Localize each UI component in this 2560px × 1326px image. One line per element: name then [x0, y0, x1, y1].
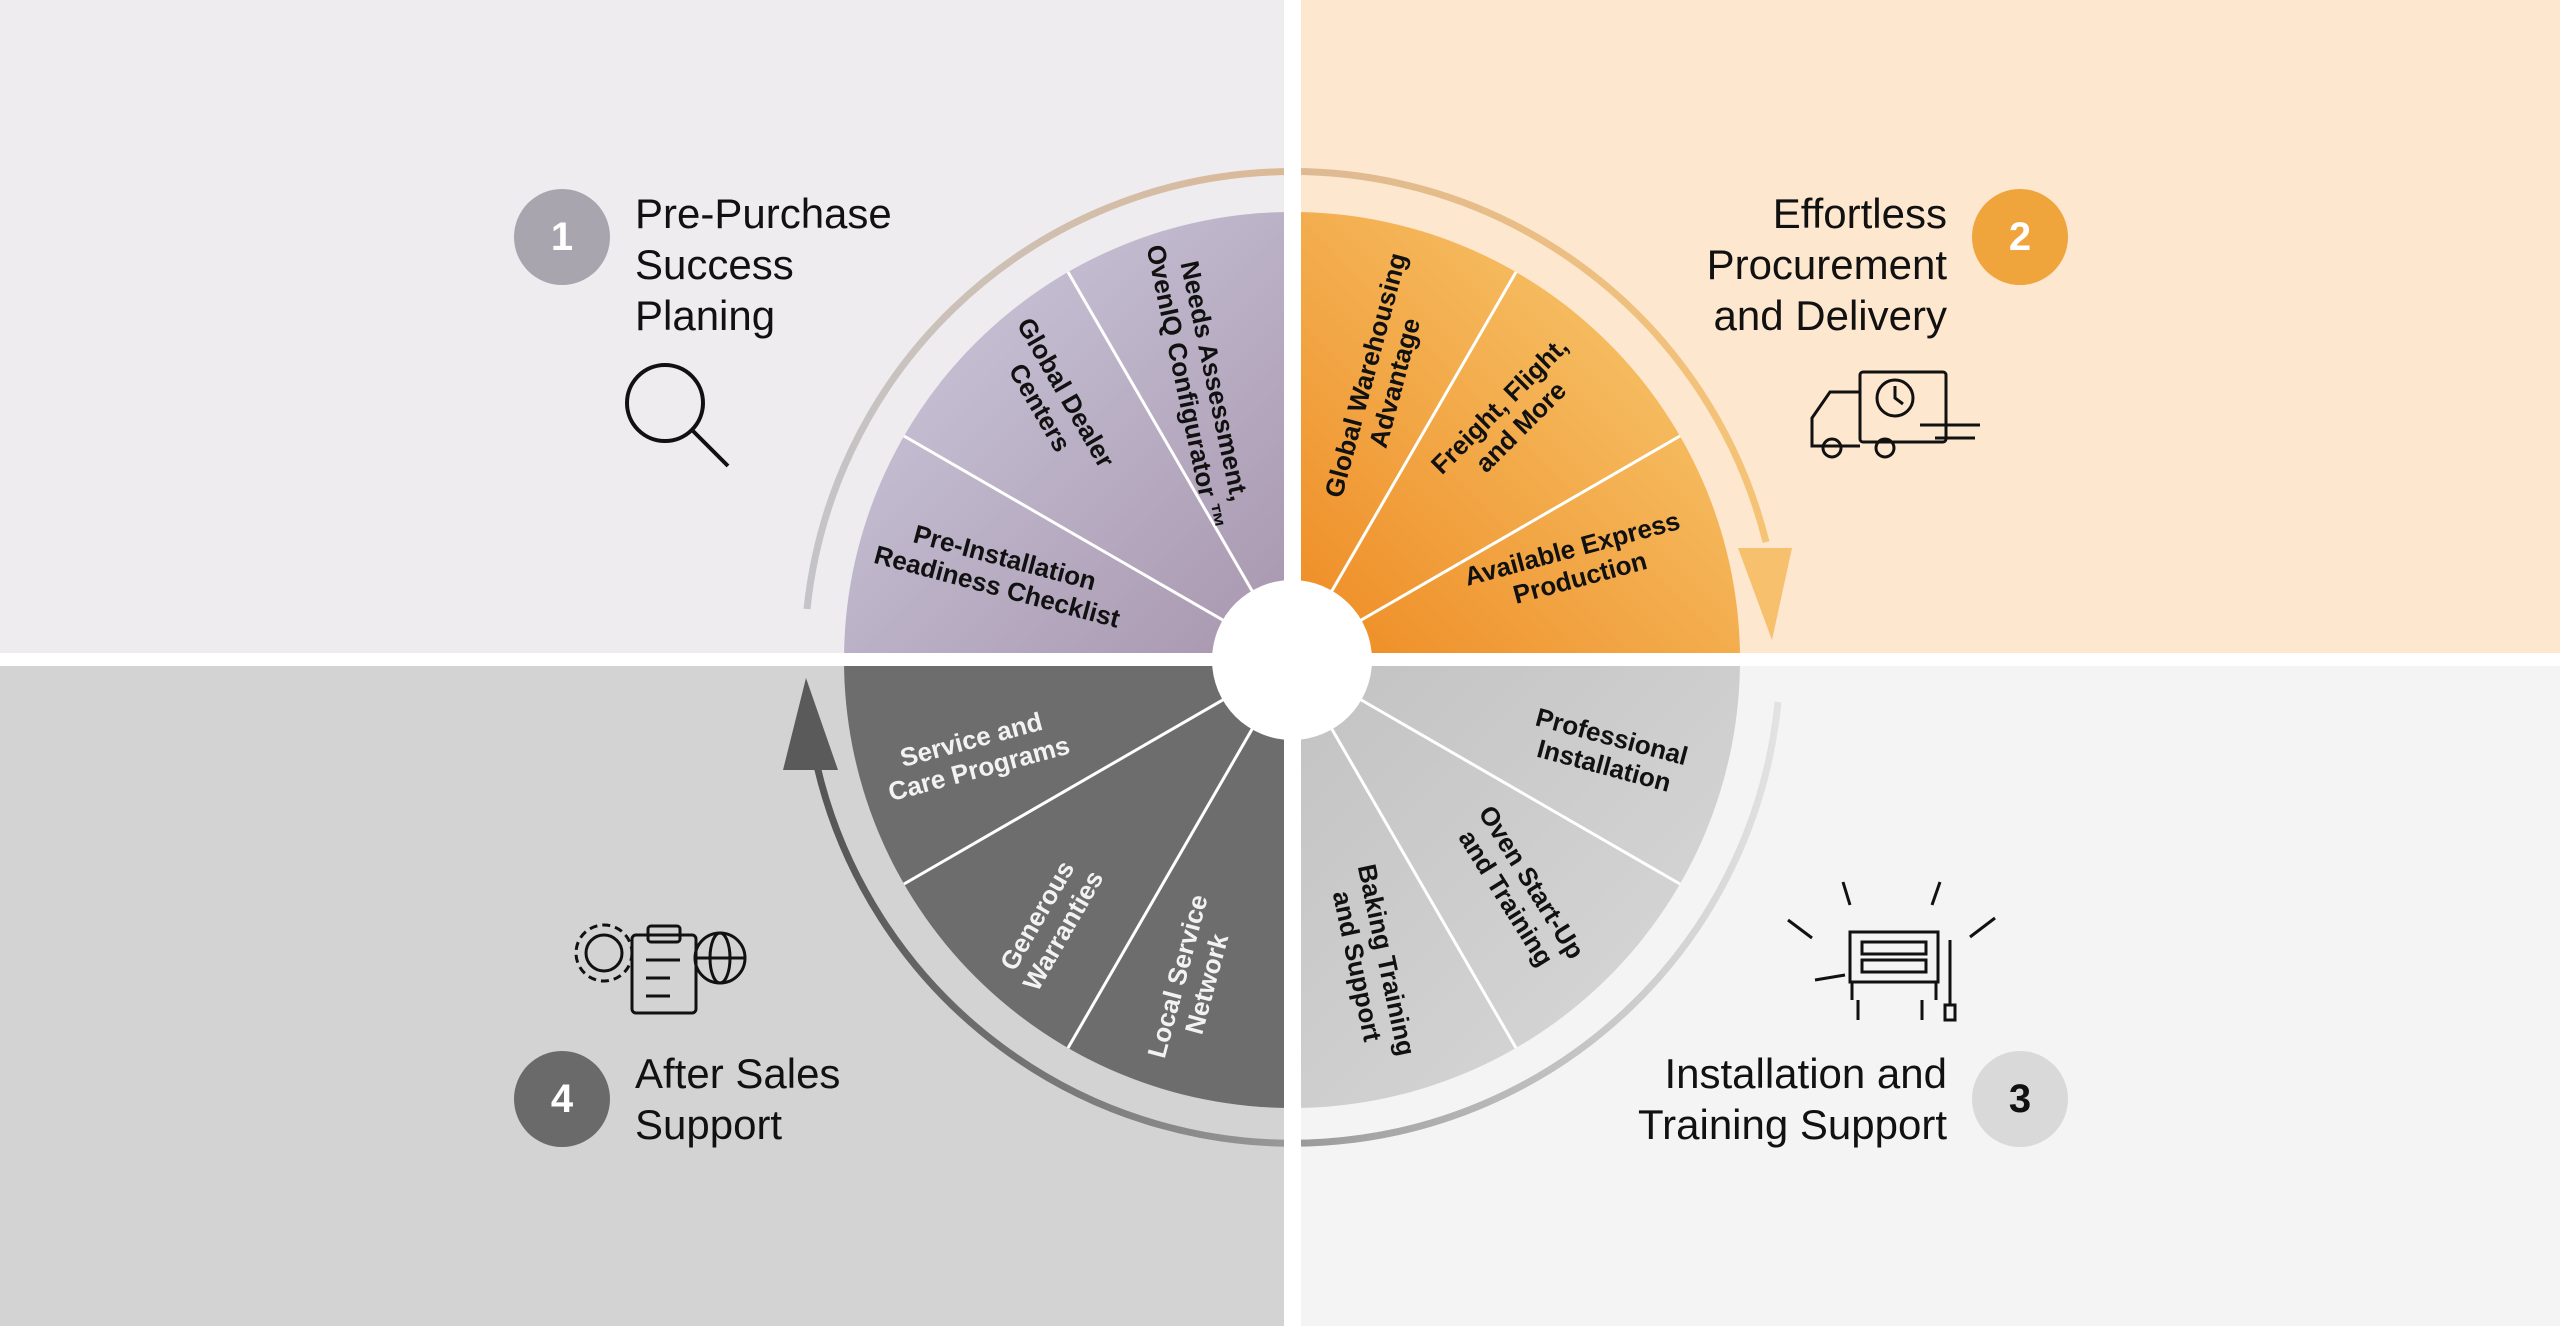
delivery-truck-icon	[1810, 370, 1980, 459]
wheel-quadrant-2	[1292, 212, 1740, 660]
oven-installation-icon	[1787, 881, 1996, 1022]
heading-procurement: Effortless Procurement and Delivery	[1707, 188, 1947, 341]
heading-line: Planing	[635, 292, 776, 339]
heading-line: Effortless	[1772, 190, 1947, 237]
progress-arc-bottom	[813, 701, 1782, 1147]
heading-installation: Installation and Training Support	[1638, 1048, 1947, 1150]
heading-line: Support	[635, 1101, 783, 1148]
wheel-quadrant-4	[844, 660, 1292, 1108]
wheel-quadrant-3	[1292, 660, 1740, 1108]
wheel-quadrant-1	[844, 212, 1292, 660]
service-checklist-globe-icon	[574, 923, 747, 1015]
step-badge-2: 2	[1972, 189, 2068, 285]
step-badge-4: 4	[514, 1051, 610, 1147]
heading-line: Pre-Purchase	[635, 190, 892, 237]
heading-line: Training Support	[1638, 1101, 1947, 1148]
step-number: 2	[2008, 214, 2032, 259]
step-badge-3: 3	[1972, 1051, 2068, 1147]
heading-line: Success	[635, 241, 794, 288]
heading-line: and Delivery	[1713, 292, 1947, 339]
magnifier-icon	[625, 363, 730, 468]
arrowhead-up-icon	[783, 678, 838, 770]
step-badge-1: 1	[514, 189, 610, 285]
heading-line: Installation and	[1664, 1050, 1947, 1097]
progress-arc-top	[803, 168, 1770, 610]
heading-pre-purchase: Pre-Purchase Success Planing	[635, 188, 892, 341]
arrowhead-down-icon	[1738, 548, 1792, 640]
step-number: 3	[2008, 1076, 2032, 1121]
heading-line: Procurement	[1706, 241, 1947, 288]
heading-after-sales: After Sales Support	[635, 1048, 840, 1150]
heading-line: After Sales	[635, 1050, 841, 1097]
step-number: 4	[550, 1076, 574, 1121]
wheel-center	[1212, 580, 1372, 740]
step-number: 1	[550, 214, 574, 259]
